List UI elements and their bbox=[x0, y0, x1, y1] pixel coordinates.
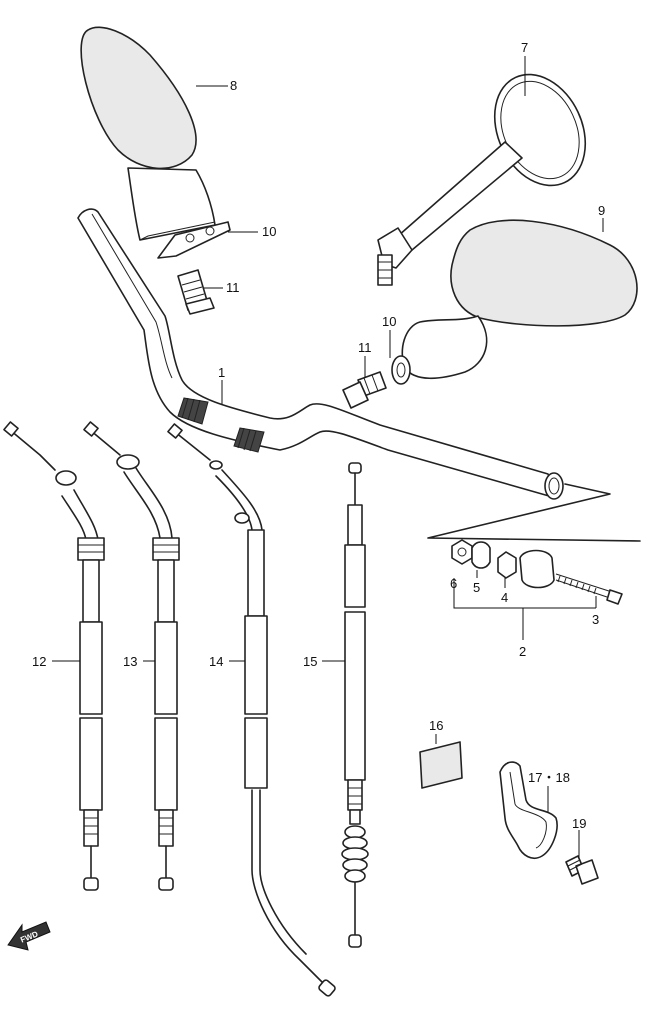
label-17-18: 17・18 bbox=[528, 770, 570, 785]
label-13: 13 bbox=[123, 654, 137, 669]
right-mirror-washer bbox=[391, 355, 411, 385]
left-mirror-bracket bbox=[157, 221, 231, 259]
cable-14 bbox=[167, 423, 336, 997]
label-4: 4 bbox=[501, 590, 508, 605]
break-line bbox=[427, 483, 641, 542]
label-1: 1 bbox=[218, 365, 225, 380]
label-6: 6 bbox=[450, 576, 457, 591]
label-7: 7 bbox=[521, 40, 528, 55]
label-19: 19 bbox=[572, 816, 586, 831]
label-2: 2 bbox=[519, 644, 526, 659]
label-sticker bbox=[419, 741, 463, 789]
cable-12 bbox=[3, 421, 105, 891]
label-11a: 11 bbox=[226, 280, 240, 295]
round-mirror bbox=[377, 73, 587, 286]
label-10a: 10 bbox=[262, 224, 276, 239]
fwd-arrow bbox=[7, 921, 51, 951]
label-9: 9 bbox=[598, 203, 605, 218]
left-mirror bbox=[80, 26, 216, 241]
label-12: 12 bbox=[32, 654, 46, 669]
label-8: 8 bbox=[230, 78, 237, 93]
cable-15 bbox=[341, 462, 369, 948]
cable-clamp bbox=[499, 761, 558, 860]
label-14: 14 bbox=[209, 654, 223, 669]
cable-13 bbox=[83, 421, 180, 891]
bolt-19 bbox=[565, 855, 599, 885]
label-5: 5 bbox=[473, 580, 480, 595]
label-16: 16 bbox=[429, 718, 443, 733]
label-15: 15 bbox=[303, 654, 317, 669]
label-3: 3 bbox=[592, 612, 599, 627]
label-11b: 11 bbox=[358, 340, 372, 355]
balancer-assembly bbox=[451, 539, 623, 605]
leader-lines bbox=[52, 56, 604, 858]
label-10b: 10 bbox=[382, 314, 396, 329]
left-bolt bbox=[177, 269, 215, 315]
right-mirror bbox=[401, 219, 638, 380]
part-numbers: 8 7 9 10 11 10 11 1 6 5 4 3 2 12 13 14 1… bbox=[19, 40, 605, 945]
handlebar bbox=[77, 208, 564, 500]
